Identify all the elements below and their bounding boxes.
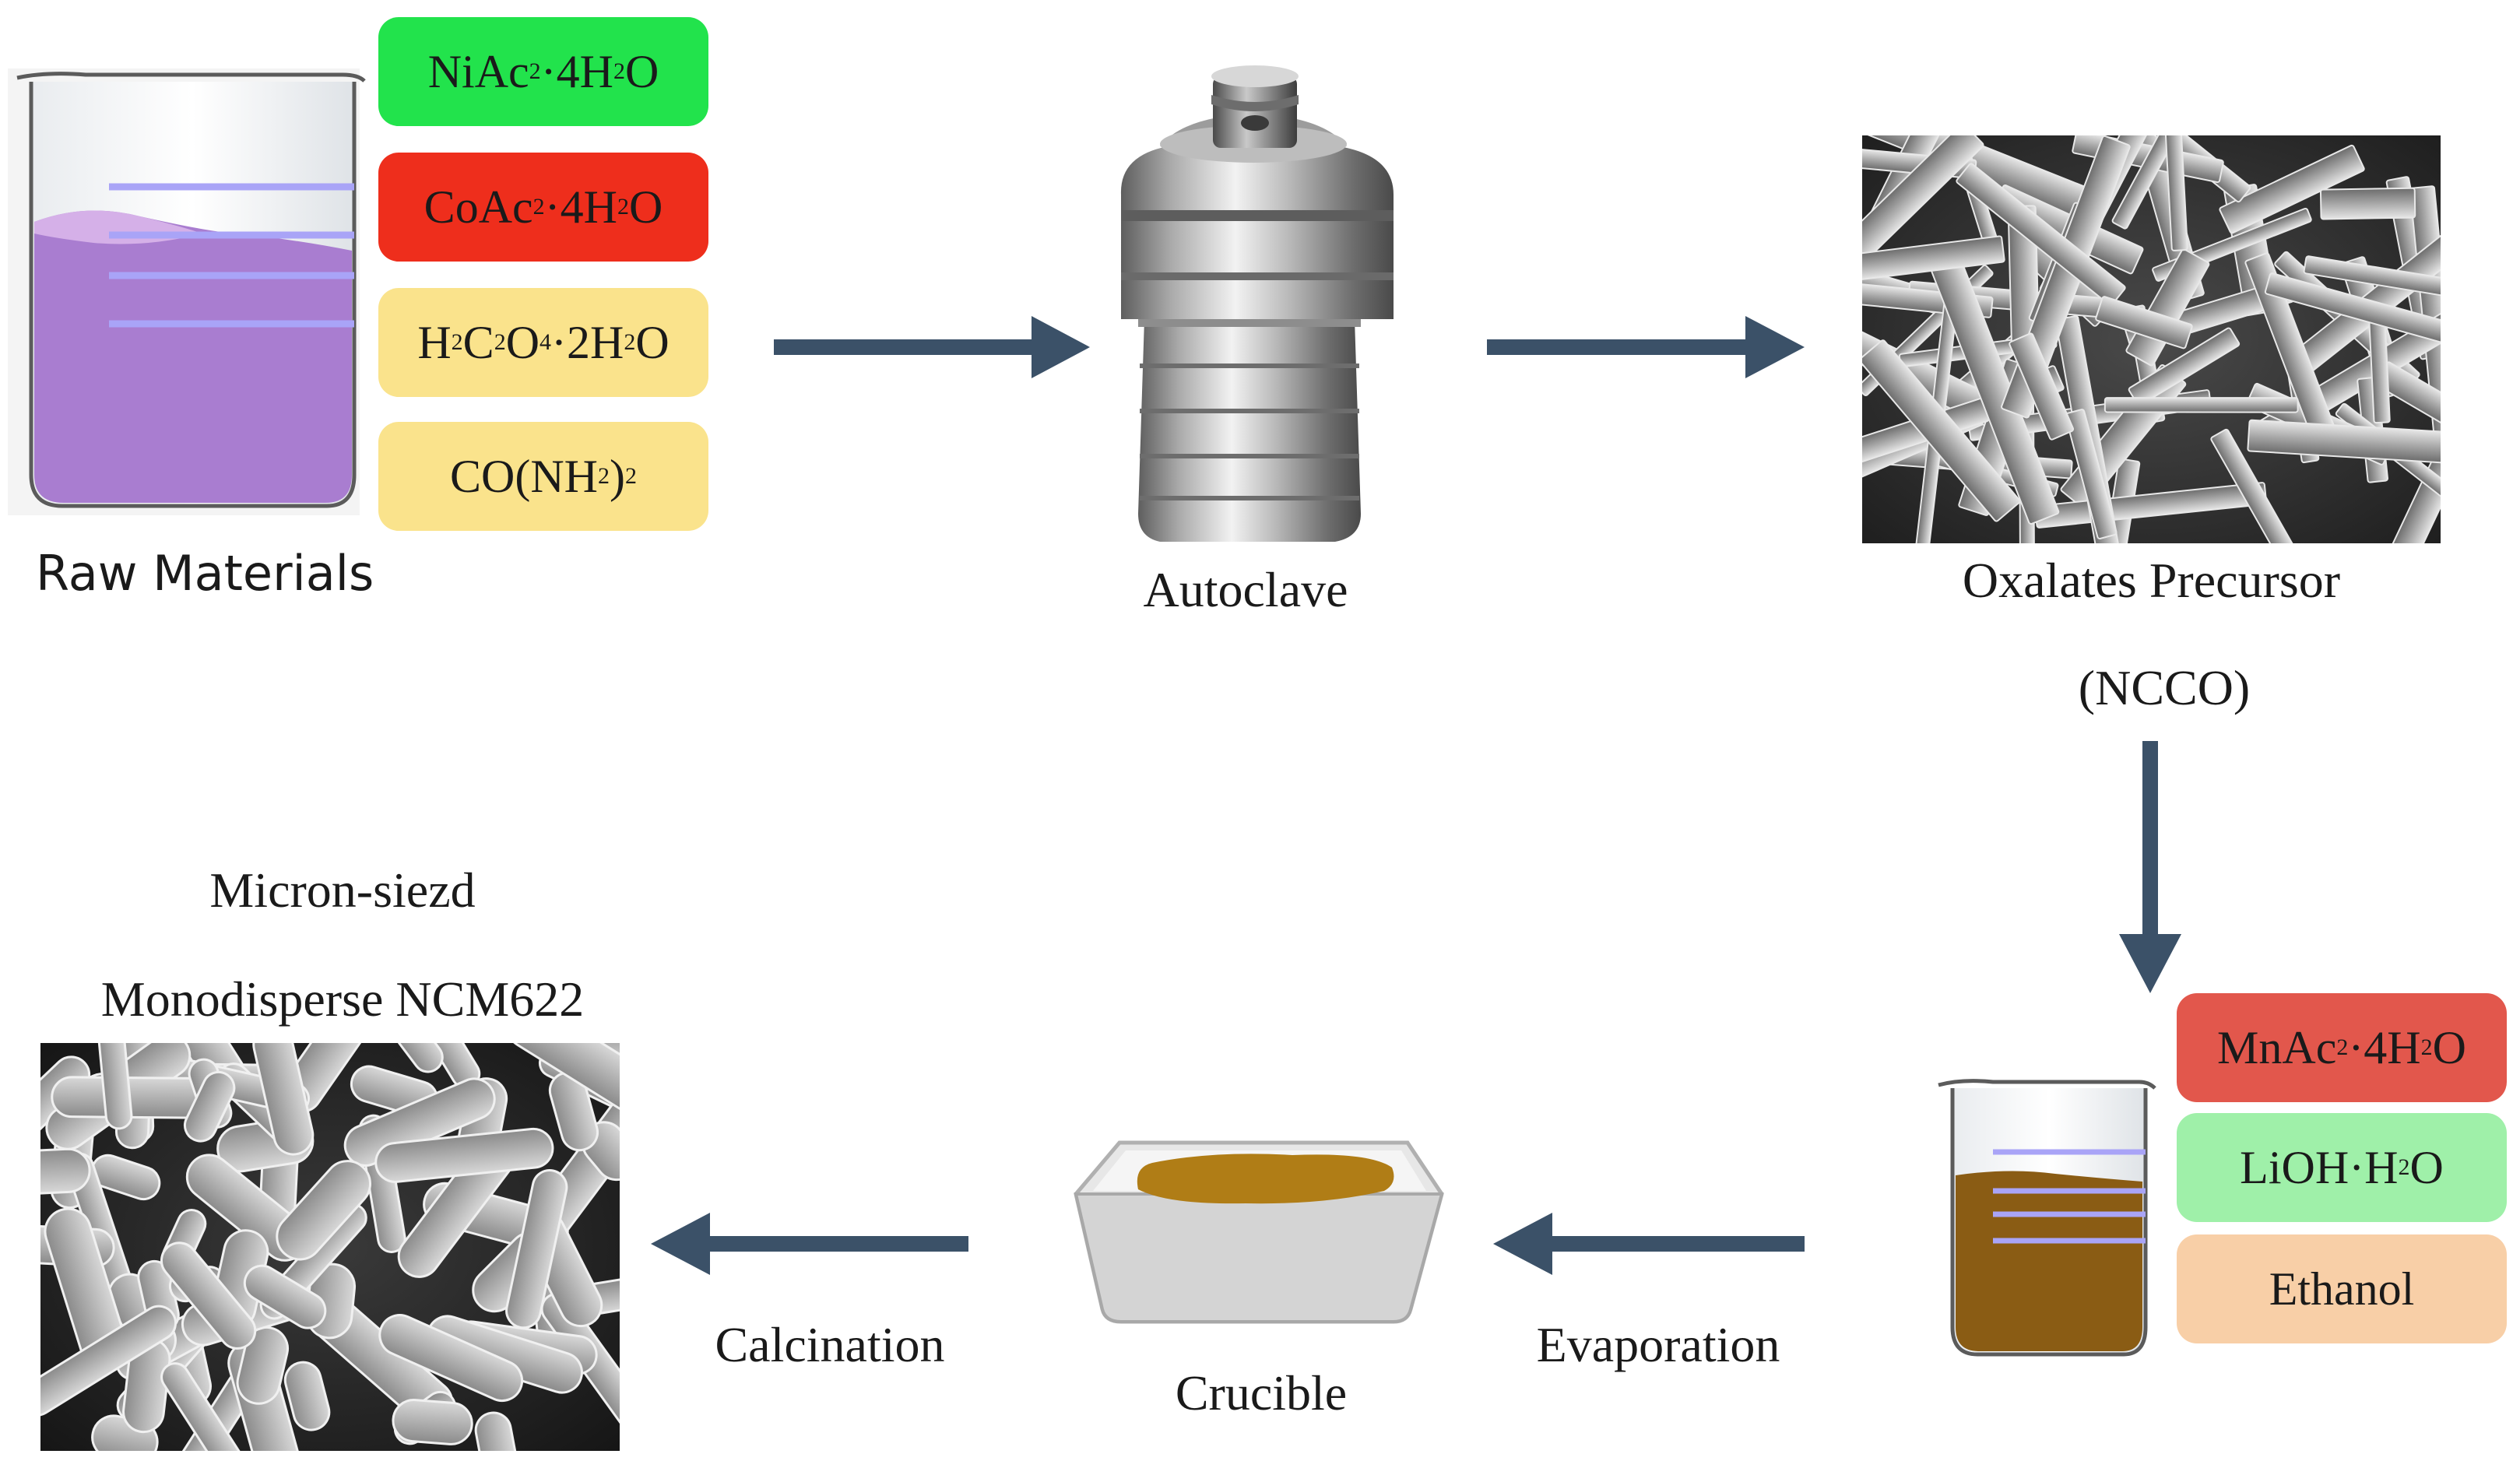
sem-image-oxalates-precursor: [1862, 135, 2441, 543]
label-raw-materials: Raw Materials: [36, 545, 374, 602]
label-micron-sized: Micron-siezd: [209, 862, 476, 918]
label-ncco: (NCCO): [2078, 660, 2251, 715]
crucible-powder: [1137, 1154, 1394, 1204]
arrow-mixing-to-crucible: [1493, 1213, 1805, 1275]
arrow-crucible-to-product: [651, 1213, 968, 1275]
arrow-precursor-to-mixing: [2119, 741, 2181, 993]
label-evaporation: Evaporation: [1536, 1317, 1780, 1372]
label-calcination: Calcination: [715, 1317, 945, 1372]
chip-ethanol: Ethanol: [2177, 1234, 2507, 1343]
beaker-liquid: [34, 210, 352, 503]
label-monodisperse-ncm622: Monodisperse NCM622: [100, 971, 585, 1027]
arrow-autoclave-to-precursor: [1487, 316, 1805, 378]
raw-materials-beaker: [8, 68, 366, 515]
sem-image-ncm622: [40, 1043, 620, 1451]
label-oxalates-precursor: Oxalates Precursor: [1962, 553, 2341, 608]
mixing-beaker: [1938, 1079, 2156, 1357]
arrow-raw-to-autoclave: [774, 316, 1090, 378]
autoclave-vessel: [1120, 65, 1394, 542]
mixing-liquid: [1956, 1171, 2142, 1351]
label-crucible: Crucible: [1175, 1365, 1348, 1421]
label-autoclave: Autoclave: [1143, 562, 1348, 617]
crucible-tray: [1074, 1140, 1444, 1324]
